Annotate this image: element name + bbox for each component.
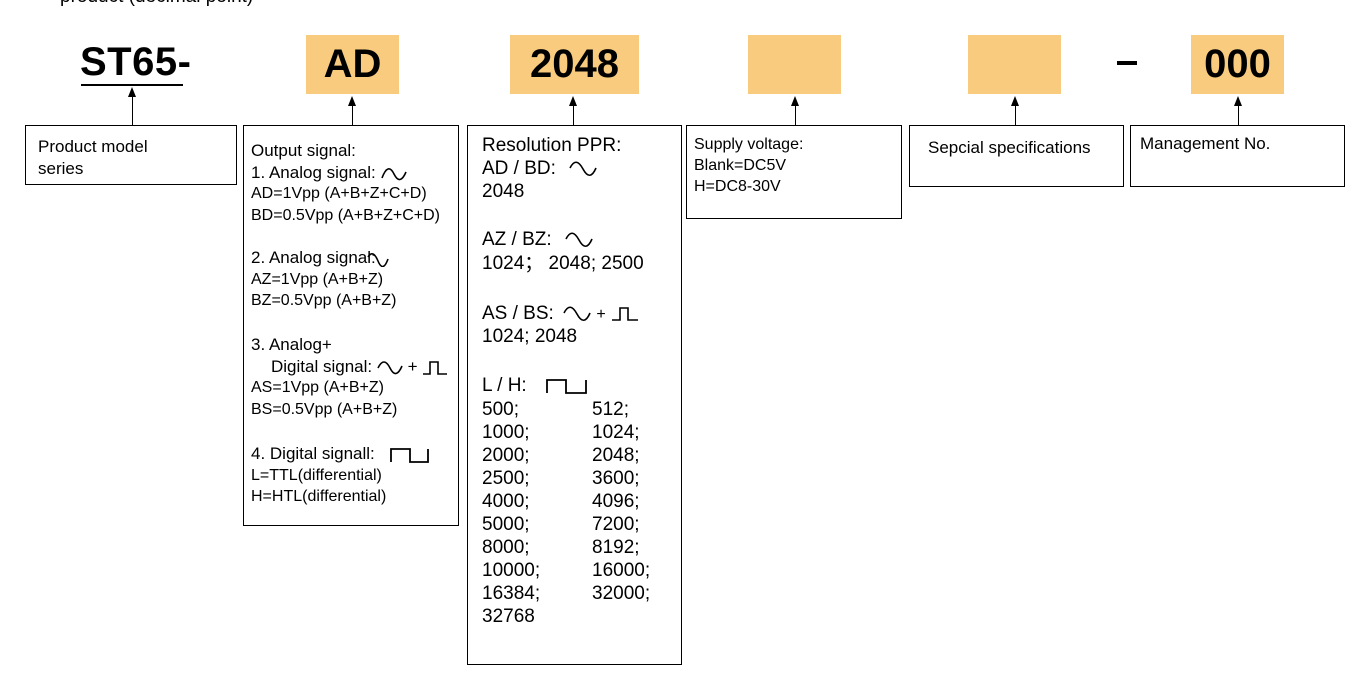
plus-symbol: + bbox=[407, 357, 418, 376]
output-title: Output signal: bbox=[251, 141, 356, 160]
supply-voltage-box: Supply voltage: Blank=DC5V H=DC8-30V bbox=[686, 125, 902, 219]
lh-value: 1024; bbox=[592, 422, 640, 443]
sine-wave-icon bbox=[565, 232, 593, 248]
management-no-box: Management No. bbox=[1130, 125, 1345, 187]
lh-value: 4000; bbox=[482, 491, 530, 512]
lh-value: 32000; bbox=[592, 583, 651, 604]
lh-value: 512; bbox=[592, 399, 629, 420]
output-s2-row: 2. Analog signal: bbox=[251, 247, 389, 268]
resolution-as-row: AS / BS: + bbox=[482, 303, 639, 326]
resolution-box: Resolution PPR: AD / BD: 2048 AZ / BZ: 1… bbox=[467, 125, 682, 665]
output-s3-a: AS=1Vpp (A+B+Z) bbox=[251, 379, 384, 396]
code-tile-management: 000 bbox=[1191, 35, 1284, 94]
lh-value: 10000; bbox=[482, 560, 541, 581]
lh-value: 500; bbox=[482, 399, 519, 420]
code-tile-special bbox=[968, 35, 1061, 94]
output-s2-b: BZ=0.5Vpp (A+B+Z) bbox=[251, 292, 397, 309]
resolution-lh-label: L / H: bbox=[482, 375, 527, 396]
arrow-supply bbox=[791, 96, 799, 106]
sine-wave-icon bbox=[563, 306, 591, 322]
arrow-resolution-line bbox=[573, 105, 574, 126]
lh-value: 2000; bbox=[482, 445, 530, 466]
lh-value: 5000; bbox=[482, 514, 530, 535]
lh-value: 4096; bbox=[592, 491, 640, 512]
square-wave-icon bbox=[389, 447, 429, 463]
lh-value: 32768 bbox=[482, 606, 535, 627]
resolution-as-values: 1024; 2048 bbox=[482, 326, 578, 347]
arrow-special-line bbox=[1015, 105, 1016, 126]
output-s4-b: H=HTL(differential) bbox=[251, 488, 387, 505]
lh-value: 7200; bbox=[592, 514, 640, 535]
output-signal-box: Output signal: 1. Analog signal: AD=1Vpp… bbox=[243, 125, 459, 526]
output-s1-row: 1. Analog signal: bbox=[251, 162, 407, 183]
model-underline bbox=[81, 84, 183, 86]
lh-value: 8192; bbox=[592, 537, 640, 558]
output-s3-row: Digital signal: + bbox=[271, 356, 448, 377]
code-tile-signal: AD bbox=[306, 35, 399, 94]
resolution-ad-row: AD / BD: bbox=[482, 158, 597, 180]
output-s4-title: 4. Digital signall: bbox=[251, 444, 375, 463]
lh-value: 16384; bbox=[482, 583, 541, 604]
resolution-az-label: AZ / BZ: bbox=[482, 229, 552, 250]
sine-wave-icon bbox=[377, 360, 403, 374]
square-pulse-icon bbox=[423, 360, 448, 375]
square-pulse-icon bbox=[612, 307, 638, 321]
supply-line-2: Blank=DC5V bbox=[694, 157, 787, 174]
output-s3-sub: Digital signal: bbox=[271, 357, 373, 376]
lh-value: 8000; bbox=[482, 537, 530, 558]
management-no-text: Management No. bbox=[1140, 134, 1271, 153]
resolution-lh-row: L / H: bbox=[482, 375, 590, 397]
arrow-management-line bbox=[1238, 105, 1239, 126]
supply-line-3: H=DC8-30V bbox=[694, 178, 781, 195]
output-s1-title: 1. Analog signal: bbox=[251, 163, 376, 182]
product-model-line-1: Product model bbox=[38, 137, 148, 156]
lh-value: 1000; bbox=[482, 422, 530, 443]
arrow-resolution bbox=[569, 96, 577, 106]
sine-wave-icon bbox=[380, 167, 407, 180]
code-tile-resolution: 2048 bbox=[510, 35, 639, 94]
product-model-box: Product model series bbox=[25, 125, 237, 185]
special-spec-box: Sepcial specifications bbox=[909, 125, 1124, 187]
output-s1-a: AD=1Vpp (A+B+Z+C+D) bbox=[251, 185, 427, 202]
plus-symbol: + bbox=[596, 306, 606, 323]
arrow-special bbox=[1011, 96, 1019, 106]
arrow-output bbox=[348, 96, 356, 106]
model-prefix: ST65- bbox=[80, 40, 192, 84]
lh-value: 2500; bbox=[482, 468, 530, 489]
resolution-title: Resolution PPR: bbox=[482, 135, 622, 156]
output-s4-a: L=TTL(differential) bbox=[251, 467, 382, 484]
arrow-management bbox=[1234, 96, 1242, 106]
resolution-az-values: 1024； 2048; 2500 bbox=[482, 253, 644, 274]
output-s4-row: 4. Digital signall: bbox=[251, 443, 434, 464]
output-s1-b: BD=0.5Vpp (A+B+Z+C+D) bbox=[251, 207, 440, 224]
output-s2-title: 2. Analog signal: bbox=[251, 248, 376, 267]
arrow-product-line bbox=[132, 96, 133, 126]
product-model-line-2: series bbox=[38, 159, 84, 178]
special-spec-text: Sepcial specifications bbox=[928, 138, 1091, 157]
lh-value: 2048; bbox=[592, 445, 640, 466]
resolution-as-label: AS / BS: bbox=[482, 303, 554, 324]
arrow-output-line bbox=[352, 105, 353, 126]
arrow-product bbox=[128, 87, 136, 97]
sine-wave-icon bbox=[569, 161, 597, 177]
arrow-supply-line bbox=[795, 105, 796, 126]
output-s3-b: BS=0.5Vpp (A+B+Z) bbox=[251, 401, 398, 418]
square-wave-icon bbox=[546, 379, 587, 394]
resolution-ad-values: 2048 bbox=[482, 181, 525, 202]
sine-wave-icon bbox=[366, 252, 389, 267]
supply-line-1: Supply voltage: bbox=[694, 136, 804, 153]
separator-dash bbox=[1117, 61, 1137, 65]
resolution-ad-label: AD / BD: bbox=[482, 158, 556, 179]
output-s2-a: AZ=1Vpp (A+B+Z) bbox=[251, 271, 384, 288]
code-tile-supply bbox=[748, 35, 841, 94]
output-s3-title: 3. Analog+ bbox=[251, 335, 332, 354]
top-note: product (decimal point) bbox=[60, 0, 253, 8]
lh-value: 16000; bbox=[592, 560, 651, 581]
resolution-az-row: AZ / BZ: bbox=[482, 229, 593, 251]
lh-value: 3600; bbox=[592, 468, 640, 489]
